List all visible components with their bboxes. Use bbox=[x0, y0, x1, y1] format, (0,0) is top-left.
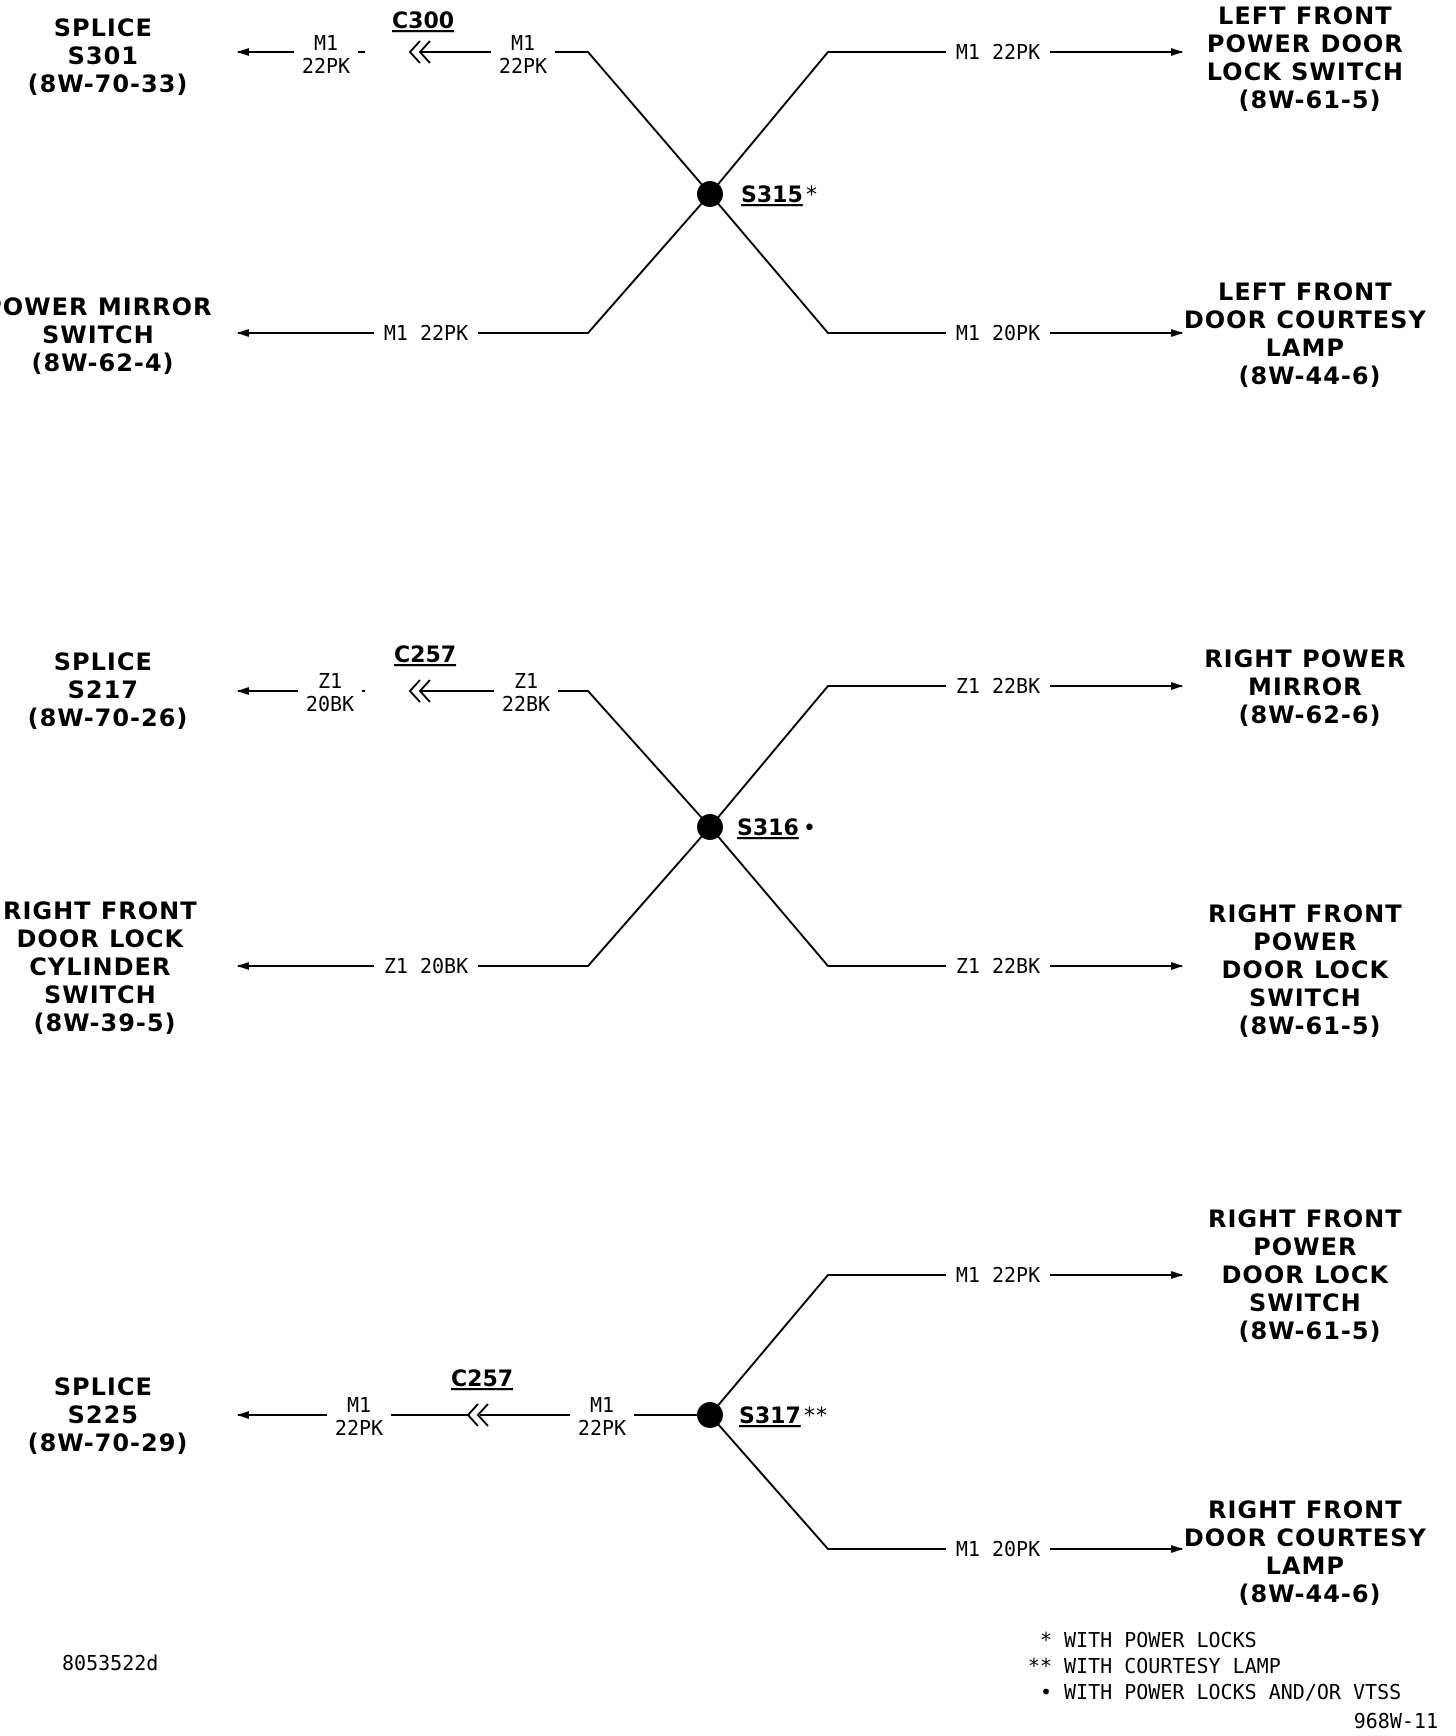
wire-label: 22PK bbox=[335, 1416, 383, 1440]
splice-s316-label: S316 bbox=[737, 816, 799, 841]
splice-s315-label: S315 bbox=[741, 183, 803, 208]
wire-to-rf-door-courtesy-lamp bbox=[709, 1414, 1183, 1553]
connector-c300-label: C300 bbox=[392, 9, 454, 34]
component-splice-s217: SPLICE S217 (8W-70-26) bbox=[28, 648, 189, 732]
splice-s317-mark: ** bbox=[804, 1404, 828, 1429]
wire-c257-to-s316 bbox=[420, 690, 711, 828]
connector-c257-symbol bbox=[466, 1403, 489, 1427]
legend-notes: * WITH POWER LOCKS ** WITH COURTESY LAMP… bbox=[1028, 1628, 1401, 1704]
note-text: WITH POWER LOCKS AND/OR VTSS bbox=[1064, 1680, 1401, 1704]
wire-label: M1 22PK bbox=[384, 321, 468, 345]
wire-to-lf-power-door-lock-switch bbox=[709, 48, 1183, 195]
component-rf-door-lock-cylinder-switch: RIGHT FRONT DOOR LOCK CYLINDER SWITCH (8… bbox=[3, 897, 207, 1037]
note-text: WITH POWER LOCKS bbox=[1064, 1628, 1257, 1652]
wire-c300-to-s315 bbox=[420, 51, 711, 195]
wire-label: Z1 bbox=[318, 669, 342, 693]
wire-label: 22PK bbox=[302, 54, 350, 78]
component-rf-door-courtesy-lamp: RIGHT FRONT DOOR COURTESY LAMP (8W-44-6) bbox=[1184, 1496, 1436, 1608]
splice-s317-label: S317 bbox=[739, 1404, 801, 1429]
note-mark: • bbox=[1040, 1680, 1052, 1704]
splice-s315-node bbox=[697, 181, 723, 207]
wire-label: M1 20PK bbox=[956, 321, 1040, 345]
note-mark: * bbox=[1040, 1628, 1052, 1652]
wire-label: M1 bbox=[314, 31, 338, 55]
wire-to-s316-from-right-power-mirror bbox=[709, 682, 1183, 828]
splice-s316-node bbox=[697, 814, 723, 840]
wire-label: Z1 22BK bbox=[956, 674, 1040, 698]
drawing-id: 968W-11 bbox=[1354, 1709, 1438, 1733]
component-right-power-mirror: RIGHT POWER MIRROR (8W-62-6) bbox=[1204, 645, 1416, 729]
wire-label: M1 22PK bbox=[956, 40, 1040, 64]
wire-label: Z1 22BK bbox=[956, 954, 1040, 978]
wire-label: 20BK bbox=[306, 692, 354, 716]
component-rf-power-door-lock-switch-2: RIGHT FRONT POWER DOOR LOCK SWITCH (8W-6… bbox=[1208, 1205, 1412, 1345]
wire-to-power-mirror-switch bbox=[237, 193, 711, 337]
wire-to-rf-door-lock-cylinder-switch bbox=[237, 826, 711, 970]
wire-label: Z1 bbox=[514, 669, 538, 693]
component-splice-s225: SPLICE S225 (8W-70-29) bbox=[28, 1373, 189, 1457]
wire-label: M1 bbox=[590, 1393, 614, 1417]
connector-c257-label: C257 bbox=[394, 643, 456, 668]
section-2: C257 S316 • Z1 20BK Z1 22BK Z1 20BK Z1 2… bbox=[3, 643, 1416, 1040]
wire-label: M1 bbox=[511, 31, 535, 55]
wire-label: Z1 20BK bbox=[384, 954, 468, 978]
note-mark: ** bbox=[1028, 1654, 1052, 1678]
wire-label: 22PK bbox=[499, 54, 547, 78]
wire-label: M1 bbox=[347, 1393, 371, 1417]
wire-label: 22PK bbox=[578, 1416, 626, 1440]
wire-to-lf-door-courtesy-lamp bbox=[709, 193, 1183, 337]
wire-label: M1 22PK bbox=[956, 1263, 1040, 1287]
section-1: C300 S315 * M1 22PK M1 22PK M1 22PK M1 2… bbox=[0, 2, 1436, 390]
wire-label: 22BK bbox=[502, 692, 550, 716]
component-rf-power-door-lock-switch: RIGHT FRONT POWER DOOR LOCK SWITCH (8W-6… bbox=[1208, 900, 1412, 1040]
component-lf-power-door-lock-switch: LEFT FRONT POWER DOOR LOCK SWITCH (8W-61… bbox=[1207, 2, 1414, 114]
wire-label: M1 20PK bbox=[956, 1537, 1040, 1561]
note-text: WITH COURTESY LAMP bbox=[1064, 1654, 1281, 1678]
section-3: C257 S317 ** M1 22PK M1 22PK M1 22PK M1 … bbox=[28, 1205, 1436, 1608]
component-lf-door-courtesy-lamp: LEFT FRONT DOOR COURTESY LAMP (8W-44-6) bbox=[1184, 278, 1436, 390]
figure-id: 8053522d bbox=[62, 1651, 158, 1675]
splice-s316-mark: • bbox=[803, 816, 817, 841]
component-splice-s301: SPLICE S301 (8W-70-33) bbox=[28, 14, 189, 98]
connector-c257-symbol bbox=[408, 679, 431, 703]
splice-s317-node bbox=[697, 1402, 723, 1428]
splice-s315-mark: * bbox=[806, 183, 818, 208]
component-power-mirror-switch: POWER MIRROR SWITCH (8W-62-4) bbox=[0, 293, 222, 377]
connector-c257-label: C257 bbox=[451, 1367, 513, 1392]
connector-c300-symbol bbox=[408, 40, 431, 64]
wire-to-rf-power-door-lock-switch bbox=[709, 826, 1183, 970]
wire-to-rf-power-door-lock-switch-2 bbox=[709, 1271, 1183, 1416]
